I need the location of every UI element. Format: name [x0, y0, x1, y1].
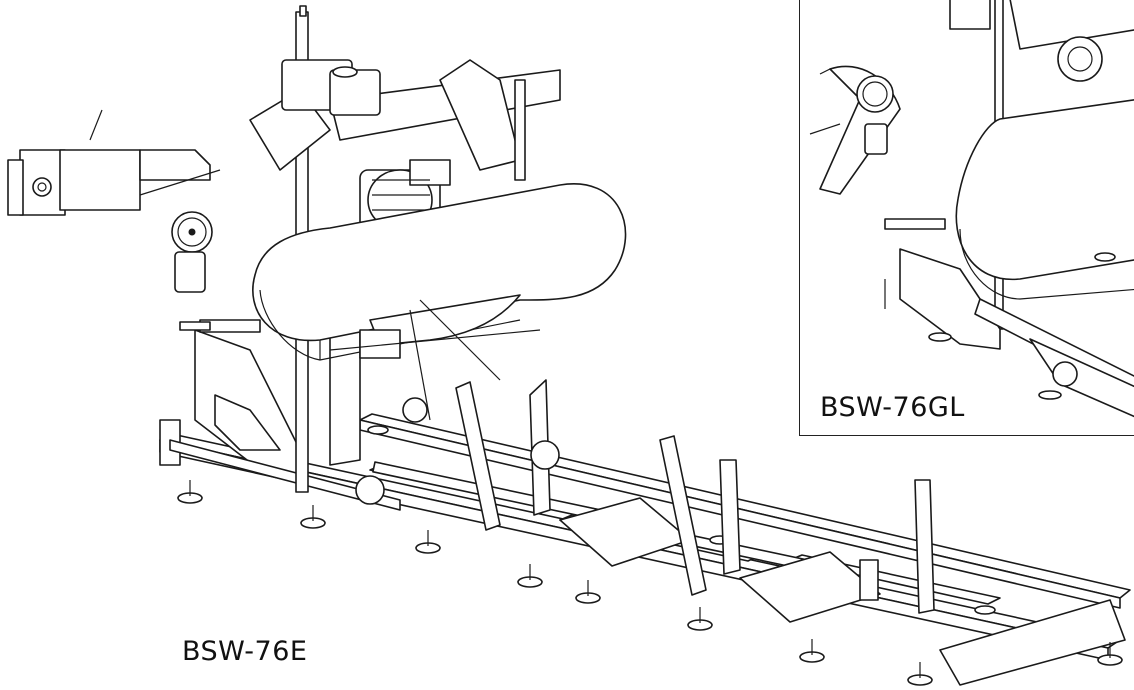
inset-sawmill-drawing — [809, 0, 1134, 418]
inset-model-label: BSW-76GL — [820, 392, 965, 423]
band-wheel-cover — [252, 183, 627, 361]
blade-guides — [329, 299, 560, 505]
height-scale-wheel — [171, 211, 213, 293]
carriage-frame — [159, 319, 401, 511]
top-beam — [249, 59, 561, 181]
inset-panel — [799, 0, 1134, 436]
log-clamps — [455, 379, 935, 614]
control-box — [7, 109, 221, 216]
main-model-label: BSW-76E — [182, 636, 308, 667]
leveling-feet — [177, 425, 1123, 686]
